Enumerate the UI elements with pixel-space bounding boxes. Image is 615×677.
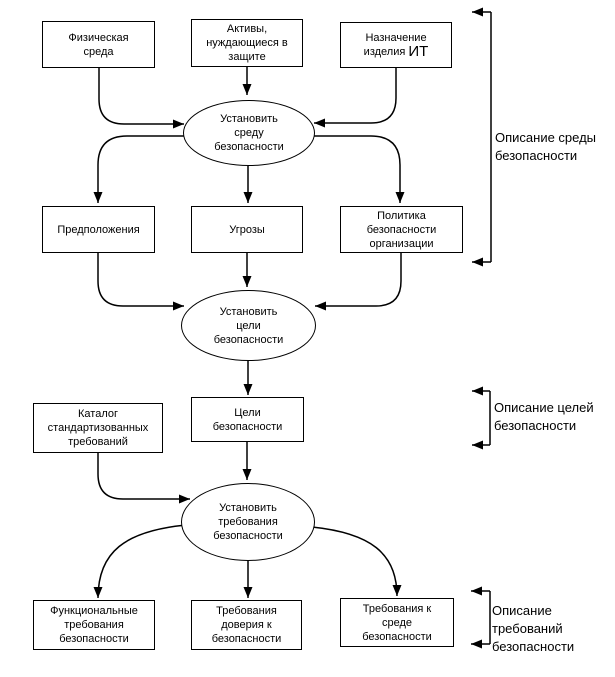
text-line: Установить xyxy=(220,113,278,125)
arrow-it-purpose-to-establish-env xyxy=(314,68,397,128)
arrow-establish-reqs-to-env-reqs xyxy=(311,526,402,597)
label-security-requirements-description: Описание требований безопасности xyxy=(492,602,574,656)
text-line: Описание xyxy=(492,603,552,618)
text-line: безопасности xyxy=(495,148,578,163)
text-line: Установить xyxy=(219,305,278,318)
box-security-environment-requirements: Требования к среде безопасности xyxy=(340,598,454,647)
text-line: требований xyxy=(68,436,128,448)
text-line: Установить xyxy=(219,502,277,514)
text-line: Требования xyxy=(216,605,277,617)
box-assets-needing-protection: Активы, нуждающиеся в защите xyxy=(191,19,303,67)
text-line: требования xyxy=(64,619,124,631)
text-line: Физическая xyxy=(68,31,129,44)
text-line: среде xyxy=(381,616,413,629)
box-org-security-policy: Политика безопасности организации xyxy=(340,206,463,253)
text-segment-it: ИТ xyxy=(408,43,429,60)
box-it-product-purpose: Назначение изделия ИТ xyxy=(340,22,452,68)
text-line: нуждающиеся в xyxy=(206,37,288,49)
text-line: Описание среды xyxy=(495,130,597,145)
box-assumptions: Предположения xyxy=(42,206,155,253)
box-functional-security-requirements: Функциональные требования безопасности xyxy=(33,600,155,650)
text-line: Функциональные xyxy=(50,605,138,617)
ellipse-establish-security-environment: Установить среду безопасности xyxy=(183,100,315,166)
text-line: безопасности xyxy=(213,530,283,542)
text-line: Описание целей xyxy=(494,400,594,415)
ellipse-establish-security-requirements: Установить требования безопасности xyxy=(181,483,315,561)
ellipse-establish-security-objectives: Установить цели безопасности xyxy=(181,290,316,361)
arrow-catalog-to-establish-reqs xyxy=(97,453,190,504)
box-threats: Угрозы xyxy=(191,206,303,253)
text-line: Предположения xyxy=(57,223,140,236)
box-physical-environment: Физическая среда xyxy=(42,21,155,68)
arrow-physical-env-to-establish-env xyxy=(98,68,184,129)
text-line: безопасности xyxy=(494,418,577,433)
text-line: безопасности xyxy=(213,333,284,346)
text-line: безопасности xyxy=(212,420,283,433)
arrow-establish-reqs-to-functional-reqs xyxy=(93,524,187,599)
text-line: Требования к xyxy=(362,602,432,615)
text-line: Цели xyxy=(234,406,261,419)
text-line: среда xyxy=(83,45,114,58)
text-line: безопасности xyxy=(214,141,284,153)
text-line: безопасности xyxy=(211,633,282,645)
text-line: изделия ИТ xyxy=(363,43,429,60)
text-line: требований xyxy=(492,621,563,636)
box-security-assurance-requirements: Требования доверия к безопасности xyxy=(191,600,302,650)
text-line: организации xyxy=(369,237,434,250)
text-line: Активы, xyxy=(226,23,268,35)
text-line: Каталог xyxy=(78,408,118,420)
arrow-org-policy-to-establish-goals xyxy=(315,253,402,311)
box-standardized-requirements-catalog: Каталог стандартизованных требований xyxy=(33,403,163,453)
label-security-environment-description: Описание среды безопасности xyxy=(495,129,596,165)
text-line: безопасности xyxy=(492,639,575,654)
text-line: безопасности xyxy=(366,223,437,236)
text-line: защите xyxy=(228,51,266,63)
text-line: требования xyxy=(218,516,278,528)
text-line: Политика xyxy=(377,209,426,222)
text-line: безопасности xyxy=(362,630,432,643)
text-line: безопасности xyxy=(59,633,129,645)
text-line: стандартизованных xyxy=(47,422,149,434)
label-security-objectives-description: Описание целей безопасности xyxy=(494,399,594,435)
text-line: Назначение xyxy=(365,32,427,44)
text-line: Угрозы xyxy=(229,223,265,236)
arrow-establish-env-to-org-policy xyxy=(312,135,405,203)
text-segment: изделия xyxy=(363,46,406,58)
arrow-assumptions-to-establish-goals xyxy=(97,253,184,311)
text-line: цели xyxy=(236,319,261,332)
box-security-objectives: Цели безопасности xyxy=(191,397,304,442)
text-line: среду xyxy=(234,127,264,139)
arrow-establish-env-to-assumptions xyxy=(93,135,186,203)
text-line: доверия к xyxy=(221,619,272,631)
